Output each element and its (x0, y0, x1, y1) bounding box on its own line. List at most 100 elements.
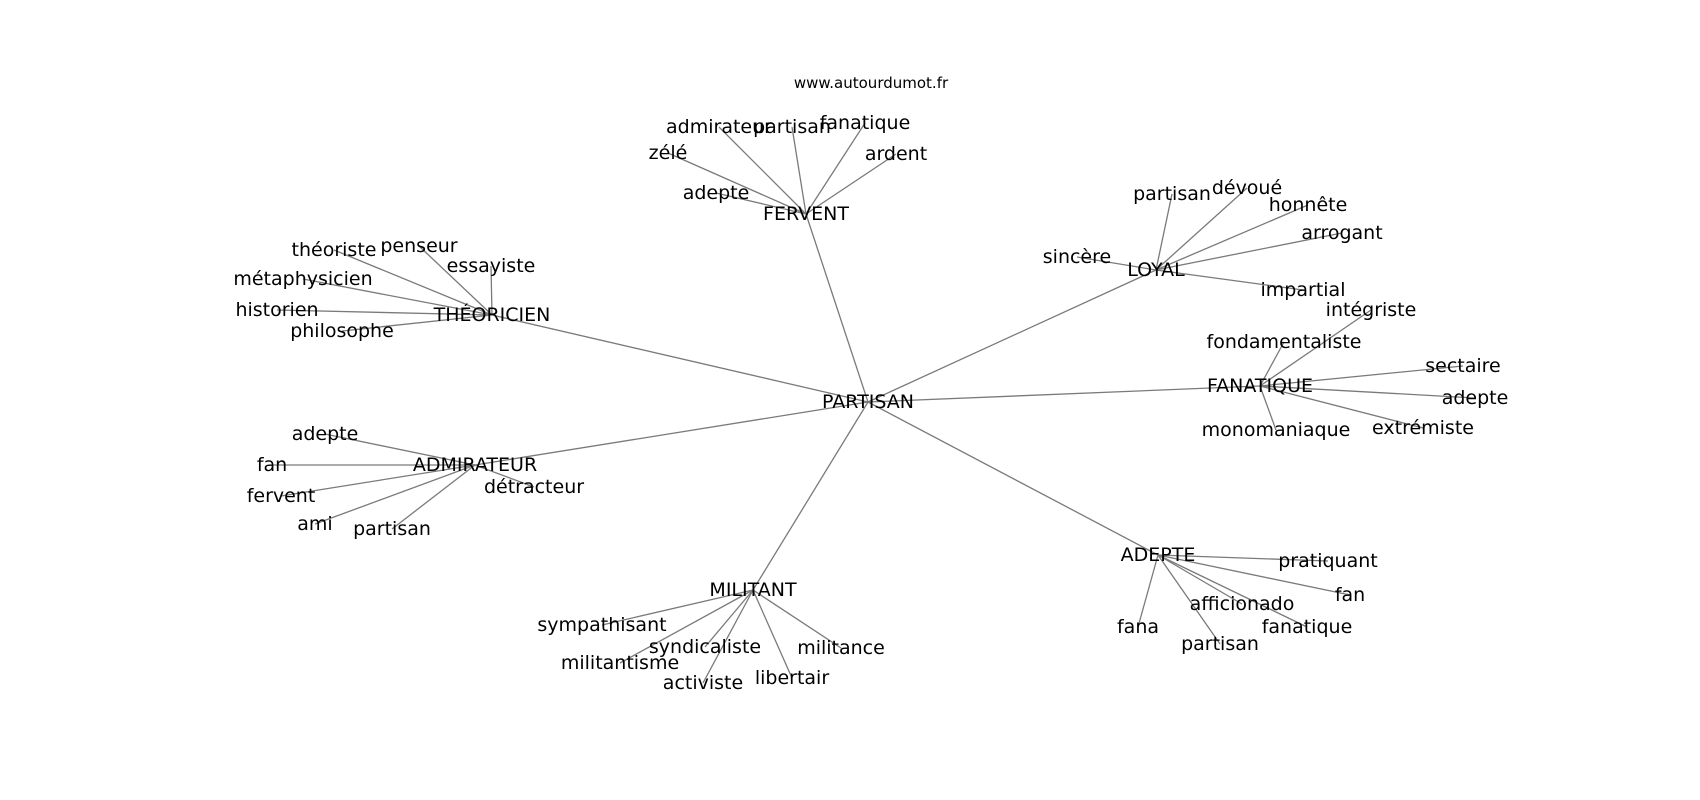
edge-hub-leaf (704, 589, 754, 648)
leaf-node: sympathisant (537, 614, 666, 636)
leaf-node: adepte (1442, 387, 1509, 409)
edge-hub-leaf (1076, 256, 1157, 271)
edge-hub-leaf (805, 153, 897, 215)
leaf-node: essayiste (447, 255, 536, 277)
leaf-node: dévoué (1212, 177, 1282, 199)
leaf-node: fan (257, 454, 287, 476)
edge-hub-leaf (302, 278, 493, 316)
edge-hub-leaf (1259, 385, 1277, 431)
edge-hub-leaf (280, 464, 476, 497)
edge-hub-leaf (1157, 554, 1351, 596)
leaf-node: théoriste (292, 239, 377, 261)
leaf-node: admirateur (666, 116, 772, 138)
edge-hub-leaf (1137, 554, 1159, 628)
leaf-node: zélé (649, 142, 688, 164)
center-node: PARTISAN (822, 391, 914, 413)
leaf-node: partisan (1133, 183, 1211, 205)
leaf-node: pratiquant (1278, 550, 1377, 572)
leaf-node: fervent (247, 485, 316, 507)
edge-center-hub (474, 401, 869, 466)
edge-hub-leaf (601, 589, 754, 626)
hub-node: MILITANT (709, 579, 797, 601)
edge-hub-leaf (1259, 385, 1424, 429)
edge-hub-leaf (314, 464, 476, 525)
leaf-node: impartial (1261, 279, 1346, 301)
edge-center-hub (752, 401, 869, 591)
edge-hub-leaf (333, 249, 493, 316)
edge-hub-leaf (1259, 365, 1464, 387)
leaf-node: ardent (865, 143, 927, 165)
edge-hub-leaf (1155, 204, 1309, 271)
edge-hub-leaf (1155, 193, 1173, 271)
edge-hub-leaf (418, 245, 493, 316)
graph-labels: www.autourdumot.fr PARTISAN FERVENT admira… (233, 74, 1508, 694)
edge-hub-leaf (391, 464, 476, 530)
edge-hub-leaf (667, 152, 807, 215)
edge-hub-leaf (341, 314, 493, 332)
leaf-node: militance (797, 637, 885, 659)
edge-hub-leaf (715, 192, 807, 215)
source-label: www.autourdumot.fr (794, 74, 949, 92)
leaf-node: fondamentaliste (1207, 331, 1362, 353)
edge-hub-leaf (1157, 554, 1221, 645)
edge-hub-leaf (474, 464, 535, 488)
hub-node: THÉORICIEN (433, 303, 551, 326)
edge-hub-leaf (1259, 385, 1476, 399)
edge-hub-leaf (619, 589, 754, 664)
leaf-node: fana (1117, 616, 1159, 638)
leaf-node: libertair (755, 667, 829, 689)
edge-hub-leaf (702, 589, 754, 684)
edge-center-hub (491, 314, 869, 403)
edge-hub-leaf (1259, 309, 1372, 387)
leaf-node: philosophe (290, 320, 394, 342)
leaf-node: activiste (663, 672, 743, 694)
leaf-node: partisan (353, 518, 431, 540)
leaf-node: intégriste (1326, 299, 1417, 321)
edge-hub-leaf (1155, 269, 1304, 291)
leaf-node: partisan (1181, 633, 1259, 655)
edge-hub-leaf (1157, 554, 1329, 562)
leaf-node: partisan (753, 116, 831, 138)
hub-node: FANATIQUE (1207, 375, 1313, 397)
edge-hub-leaf (1157, 554, 1308, 628)
edge-hub-leaf (490, 265, 493, 316)
edge-hub-leaf (276, 309, 493, 316)
leaf-node: honnête (1269, 194, 1348, 216)
leaf-node: fan (1335, 584, 1365, 606)
edge-hub-leaf (1155, 232, 1343, 271)
edge-hub-leaf (718, 126, 807, 215)
leaf-node: monomaniaque (1202, 419, 1351, 441)
leaf-node: extrémiste (1372, 417, 1474, 439)
edge-hub-leaf (1155, 187, 1248, 271)
leaf-node: historien (235, 299, 318, 321)
leaf-node: métaphysicien (233, 268, 372, 290)
edge-hub-leaf (1157, 554, 1243, 605)
leaf-node: sincère (1043, 246, 1111, 268)
leaf-node: ami (297, 513, 332, 535)
edge-hub-leaf (752, 589, 842, 649)
edge-hub-leaf (791, 126, 807, 215)
leaf-node: adepte (683, 182, 750, 204)
edge-hub-leaf (324, 433, 476, 466)
leaf-node: syndicaliste (649, 636, 761, 658)
hub-node: ADEPTE (1121, 544, 1196, 566)
leaf-node: afficionado (1190, 593, 1295, 615)
leaf-node: adepte (292, 423, 359, 445)
edge-center-hub (867, 385, 1261, 403)
edge-hub-leaf (805, 122, 866, 215)
leaf-node: fanatique (1262, 616, 1353, 638)
hub-node: ADMIRATEUR (413, 454, 537, 476)
edge-center-hub (867, 269, 1157, 403)
leaf-node: arrogant (1301, 222, 1382, 244)
leaf-node: détracteur (484, 476, 584, 498)
leaf-node: penseur (380, 235, 457, 257)
hub-node: FERVENT (763, 203, 849, 225)
leaf-node: sectaire (1425, 355, 1501, 377)
edge-hub-leaf (752, 589, 793, 679)
graph-edges (272, 122, 1476, 684)
edge-center-hub (867, 401, 1159, 556)
edge-hub-leaf (1259, 341, 1285, 387)
hub-node: LOYAL (1127, 259, 1185, 281)
leaf-node: militantisme (561, 652, 679, 674)
